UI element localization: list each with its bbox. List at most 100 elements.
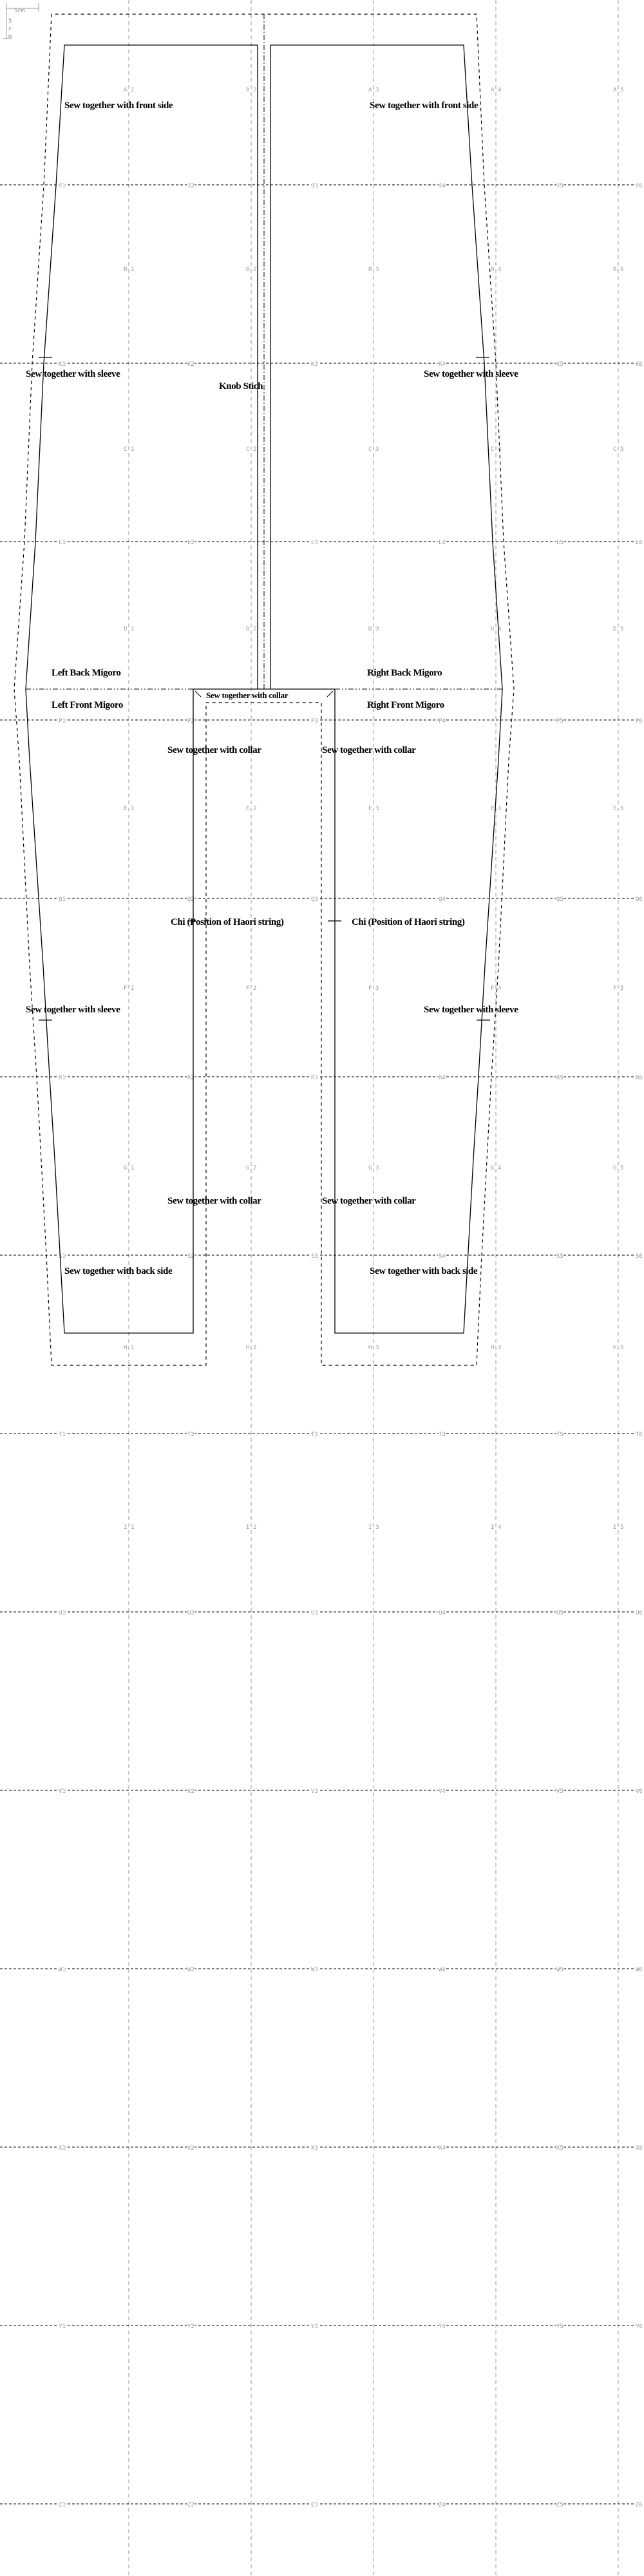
guide-line-label: V1: [59, 1788, 66, 1795]
guide-line-label: Y4: [439, 2324, 446, 2330]
guide-line-label: S3: [311, 1253, 318, 1260]
guide-line-label: T5: [556, 1432, 564, 1438]
cell-row-label: G: [246, 1165, 249, 1171]
cell-column-label: 4: [498, 1165, 501, 1171]
guide-line-label: V6: [636, 1788, 643, 1795]
cell-row-label: H: [613, 1345, 616, 1351]
cell-row-label: C: [491, 446, 494, 453]
cell-column-label: 3: [375, 626, 379, 632]
cell-row-label: B: [613, 267, 616, 273]
guide-line-label: Y2: [187, 2324, 194, 2330]
cell-row-label: I: [491, 1524, 494, 1531]
guide-line-label: V5: [556, 1788, 564, 1795]
cell-row-label: F: [613, 985, 616, 992]
collar-corner-tick-right: [327, 690, 334, 697]
guide-line-label: P4: [439, 718, 446, 724]
instruction-front-side-right: Sew together with front side: [370, 100, 478, 111]
cell-column-label: 5: [620, 806, 623, 812]
guide-line-label: S5: [556, 1253, 564, 1260]
right-migoro-outline: [270, 44, 503, 1334]
cell-column-label: 2: [253, 87, 256, 93]
guide-line-label: Z2: [187, 2502, 194, 2508]
cell-column-label: 4: [498, 267, 501, 273]
cell-column-label: 1: [131, 1524, 134, 1531]
guide-line-label: L2: [187, 540, 194, 546]
instruction-collar-upper-left: Sew together with collar: [167, 745, 261, 755]
guide-line-label: W1: [59, 1967, 66, 1973]
cell-row-label: B: [124, 267, 127, 273]
cell-column-label: 5: [620, 267, 623, 273]
cell-column-label: 1: [131, 1345, 134, 1351]
guide-line-label: R5: [556, 1075, 564, 1081]
left-migoro-outline: [25, 44, 258, 1334]
guide-line-label: T2: [187, 1432, 194, 1438]
cell-column-label: 2: [253, 1345, 256, 1351]
guide-line-label: Z1: [59, 2502, 66, 2508]
guide-line-label: J5: [556, 183, 564, 189]
guide-line-label: X6: [636, 2145, 643, 2152]
guide-line-label: R6: [636, 1075, 643, 1081]
guide-line-label: L1: [59, 540, 66, 546]
cell-row-label: B: [491, 267, 494, 273]
cell-row-label: H: [491, 1345, 494, 1351]
instruction-knob-stitch: Knob Stich: [219, 381, 263, 392]
guide-line-label: S6: [636, 1253, 643, 1260]
guide-line-label: W3: [311, 1967, 318, 1973]
cell-row-label: H: [124, 1345, 127, 1351]
instruction-collar-upper-right: Sew together with collar: [322, 745, 416, 755]
guide-line-label: X2: [187, 2145, 194, 2152]
guide-line-label: U4: [439, 1610, 446, 1616]
cell-column-label: 3: [375, 806, 379, 812]
cell-row-label: A: [491, 87, 495, 93]
cell-column-label: 5: [620, 1345, 623, 1351]
cell-column-label: 2: [253, 985, 256, 992]
guide-line-label: Z4: [439, 2502, 446, 2508]
cell-row-label: E: [613, 806, 616, 812]
cell-column-label: 3: [375, 985, 379, 992]
instruction-collar-lower-left: Sew together with collar: [167, 1196, 261, 1206]
cell-column-label: 5: [620, 446, 623, 453]
guide-line-label: P1: [59, 718, 66, 724]
cell-column-label: 1: [131, 985, 134, 992]
cell-column-label: 5: [620, 87, 623, 93]
guide-line-label: U6: [636, 1610, 643, 1616]
cell-column-label: 2: [253, 626, 256, 632]
cell-column-label: 4: [498, 806, 501, 812]
cell-row-label: G: [613, 1165, 616, 1171]
piece-label-left-front: Left Front Migoro: [52, 700, 123, 710]
collar-corner-tick-left: [194, 690, 202, 697]
guide-line-label: U2: [187, 1610, 194, 1616]
piece-label-right-back: Right Back Migoro: [367, 668, 442, 678]
guide-line-label: Y5: [556, 2324, 564, 2330]
guide-line-label: K5: [556, 361, 564, 368]
instruction-sleeve-back-right: Sew together with sleeve: [424, 369, 518, 379]
cell-column-label: 1: [131, 806, 134, 812]
guide-line-label: X1: [59, 2145, 66, 2152]
guide-line-label: S4: [439, 1253, 446, 1260]
scale-marker: [3, 3, 39, 39]
guide-line-label: U1: [59, 1610, 66, 1616]
guide-line-label: W6: [636, 1967, 643, 1973]
instruction-sleeve-front-right: Sew together with sleeve: [424, 1005, 518, 1015]
guide-line-label: Q5: [556, 896, 564, 903]
guide-line-label: R3: [311, 1075, 318, 1081]
guide-line-label: L6: [636, 540, 643, 546]
instruction-sleeve-front-left: Sew together with sleeve: [26, 1005, 120, 1015]
cell-column-label: 3: [375, 446, 379, 453]
cell-row-label: C: [368, 446, 372, 453]
scale-vertical-label: m: [8, 33, 12, 40]
scale-horizontal-label: 5cm: [14, 8, 24, 14]
cell-column-label: 5: [620, 1165, 623, 1171]
cell-column-label: 4: [498, 1524, 501, 1531]
guide-line-label: Q3: [311, 896, 318, 903]
cell-row-label: D: [613, 626, 616, 632]
cell-column-label: 3: [375, 1524, 379, 1531]
guide-line-label: J4: [439, 183, 446, 189]
guide-line-label: T4: [439, 1432, 446, 1438]
cell-column-label: 1: [131, 446, 134, 453]
cell-row-label: A: [124, 87, 128, 93]
cell-row-label: D: [491, 626, 494, 632]
cell-row-label: F: [124, 985, 127, 992]
